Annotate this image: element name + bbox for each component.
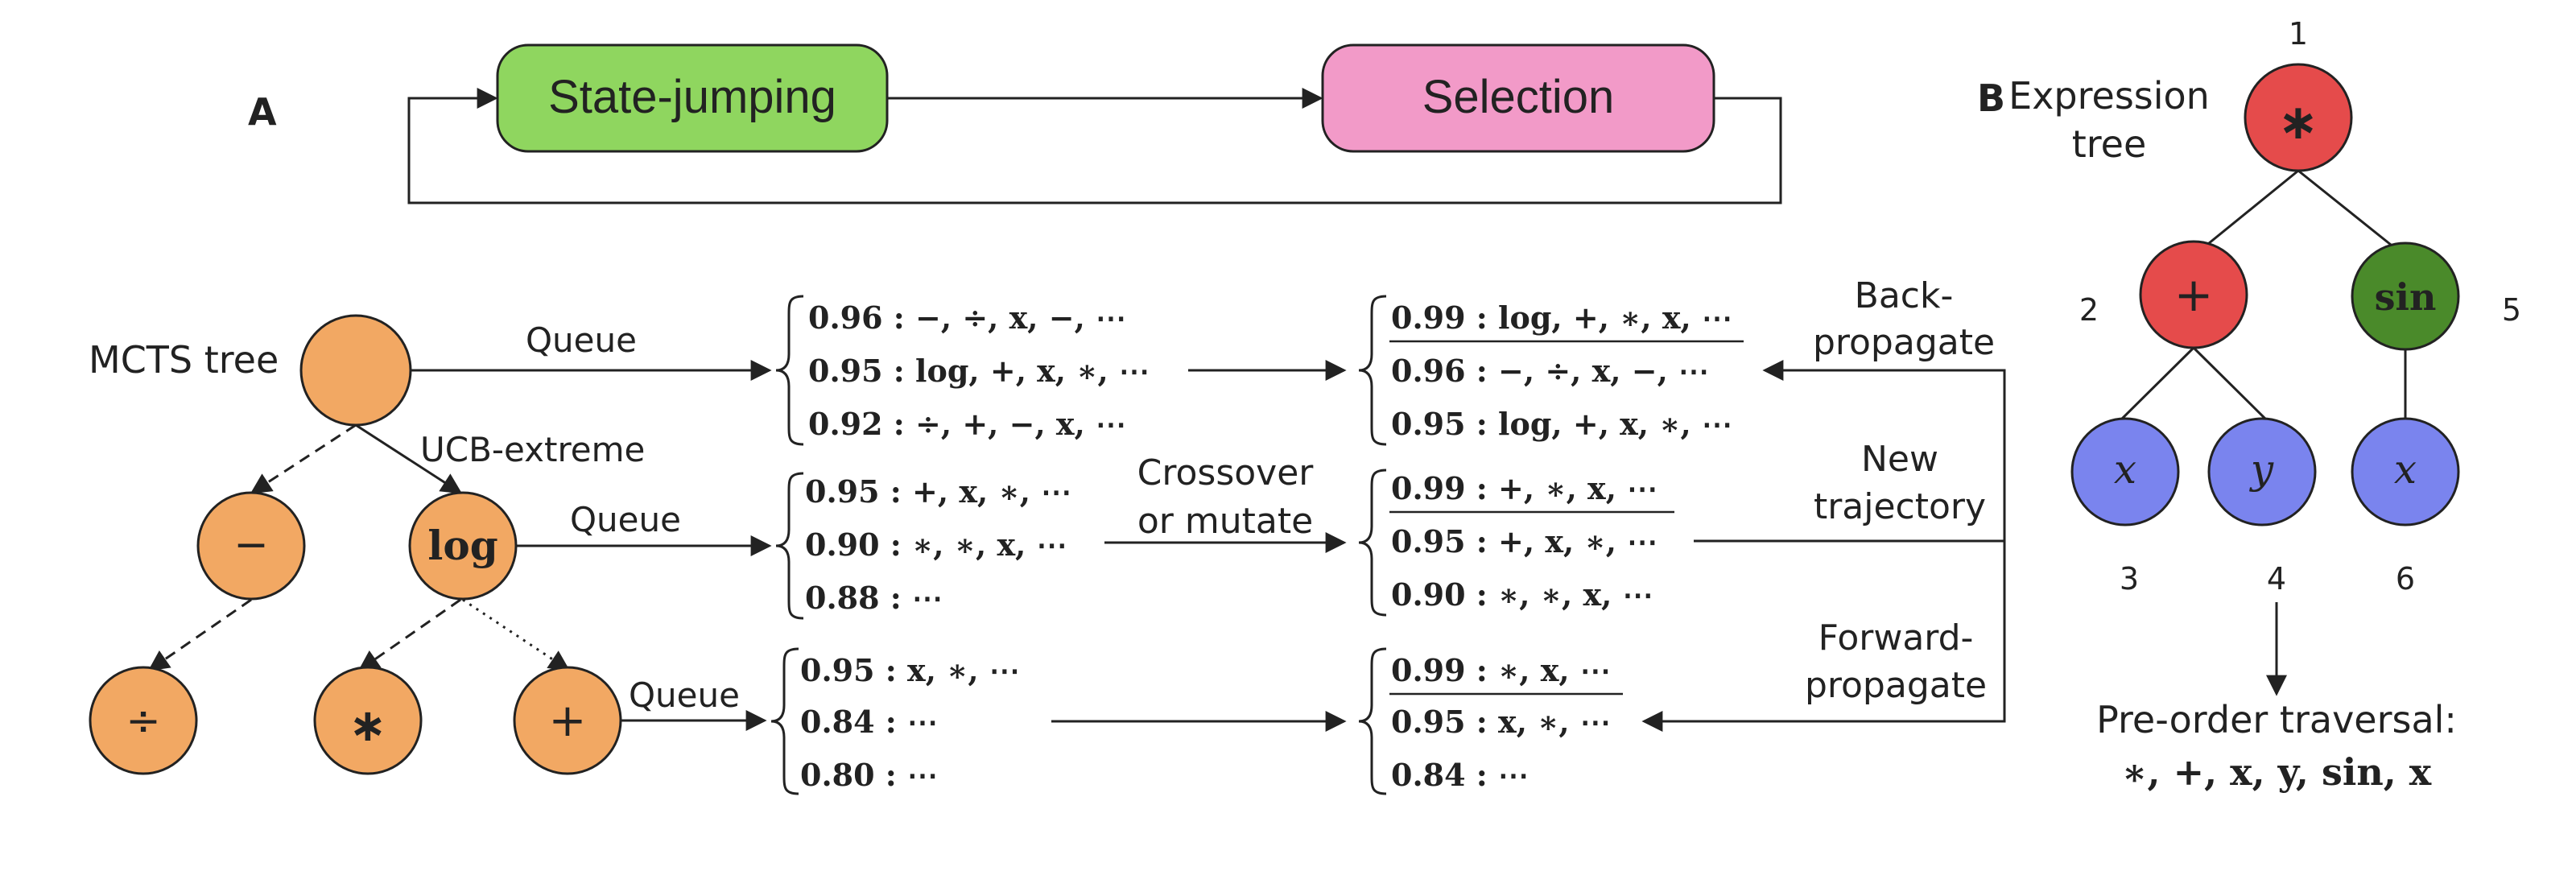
mcts-node-times (313, 666, 423, 775)
selection-label: Selection (1422, 71, 1615, 123)
expr-node-4 (2207, 417, 2317, 526)
tree-edge-log-times (357, 598, 461, 671)
queue-q3-item: 0.95 : x, ∗, ⋯ (800, 652, 1020, 688)
queue-q1-item: 0.95 : log, +, x, ∗, ⋯ (808, 353, 1150, 389)
expr-node-1-label: ∗ (2278, 94, 2318, 151)
queue-u2-item: 0.90 : ∗, ∗, x, ⋯ (1391, 576, 1653, 613)
brace-q3 (770, 647, 799, 795)
queue-q1-item: 0.96 : −, ÷, x, −, ⋯ (808, 299, 1126, 336)
forward-propagate-label-2: propagate (1805, 665, 1987, 706)
expr-node-2-label: + (2174, 267, 2214, 322)
queue-q1-item: 0.92 : ÷, +, −, x, ⋯ (808, 406, 1126, 442)
queue-u3: 0.99 : ∗, x, ⋯ 0.95 : x, ∗, ⋯ 0.84 : ⋯ (1391, 652, 1611, 793)
expression-tree-title-2: tree (2072, 122, 2147, 166)
expr-node-4-label: y (2249, 446, 2274, 493)
queue-q3: 0.95 : x, ∗, ⋯ 0.84 : ⋯ 0.80 : ⋯ (800, 652, 1020, 793)
queue-label-3: Queue (629, 675, 740, 715)
mcts-node-minus-label: − (233, 521, 269, 569)
expr-index-2: 2 (2079, 292, 2099, 328)
expr-index-6: 6 (2396, 561, 2415, 597)
expr-edge-2-4 (2192, 346, 2273, 427)
expr-index-5: 5 (2502, 292, 2521, 328)
mcts-node-divide (89, 666, 198, 775)
brace-u1 (1358, 295, 1387, 446)
mcts-node-minus (196, 491, 306, 601)
expr-edge-1-5 (2297, 169, 2408, 259)
queue-q2: 0.95 : +, x, ∗, ⋯ 0.90 : ∗, ∗, x, ⋯ 0.88… (805, 473, 1071, 616)
forward-propagate-label-1: Forward- (1818, 617, 1974, 659)
queue-u3-item: 0.95 : x, ∗, ⋯ (1391, 704, 1611, 740)
expr-node-3 (2070, 417, 2180, 526)
expr-node-5-label: sin (2375, 275, 2437, 319)
queue-u1-item: 0.99 : log, +, ∗, x, ⋯ (1391, 299, 1732, 336)
back-propagate-arrow (1762, 360, 2006, 541)
traversal-sequence: ∗, +, x, y, sin, x (2122, 750, 2432, 794)
panel-a-label: A (248, 90, 277, 134)
expr-index-4: 4 (2267, 561, 2286, 597)
panel-b-label: B (1977, 76, 2005, 120)
mcts-node-times-label: ∗ (349, 700, 387, 752)
queue-q2-item: 0.88 : ⋯ (805, 580, 943, 616)
queue-q2-item: 0.95 : +, x, ∗, ⋯ (805, 473, 1071, 510)
back-propagate-label-2: propagate (1813, 322, 1995, 363)
queue-u3-item: 0.84 : ⋯ (1391, 757, 1529, 793)
back-propagate-label-1: Back- (1855, 275, 1954, 316)
loop-arrow-back (407, 88, 1782, 204)
queue-u2-item: 0.99 : +, ∗, x, ⋯ (1391, 470, 1657, 506)
mcts-tree-label: MCTS tree (89, 338, 279, 382)
mcts-node-plus-label: + (549, 695, 587, 747)
brace-u2 (1358, 469, 1387, 617)
queue-u1-item: 0.96 : −, ÷, x, −, ⋯ (1391, 353, 1709, 389)
queue-u1-item: 0.95 : log, +, x, ∗, ⋯ (1391, 406, 1732, 442)
queue-u2: 0.99 : +, ∗, x, ⋯ 0.95 : +, x, ∗, ⋯ 0.90… (1391, 470, 1657, 613)
queue-u1: 0.99 : log, +, ∗, x, ⋯ 0.96 : −, ÷, x, −… (1391, 299, 1732, 442)
expr-node-6 (2351, 417, 2460, 526)
brace-q2 (775, 472, 804, 620)
mcts-node-log-label: log (427, 522, 497, 569)
expr-index-1: 1 (2289, 16, 2308, 52)
queue-q3-item: 0.84 : ⋯ (800, 704, 938, 740)
queue-label-2: Queue (570, 500, 681, 539)
queue-q1: 0.96 : −, ÷, x, −, ⋯ 0.95 : log, +, x, ∗… (808, 299, 1150, 442)
tree-edge-log-plus (462, 598, 571, 671)
queue-label-1: Queue (526, 320, 637, 360)
brace-q1 (775, 295, 804, 446)
traversal-label: Pre-order traversal: (2096, 698, 2457, 741)
new-trajectory-label-1: New (1861, 439, 1938, 480)
tree-edge-root-minus (250, 423, 357, 494)
forward-propagate-arrow (1641, 541, 2006, 732)
ucb-extreme-label: UCB-extreme (420, 430, 645, 469)
expr-index-3: 3 (2120, 561, 2139, 597)
new-trajectory-label-2: trajectory (1814, 486, 1986, 527)
state-jumping-label: State-jumping (548, 71, 836, 123)
queue-u3-item: 0.99 : ∗, x, ⋯ (1391, 652, 1611, 688)
expression-tree-title-1: Expression (2008, 74, 2210, 118)
mcts-node-divide-label: ÷ (126, 697, 161, 745)
brace-u3 (1358, 647, 1387, 795)
expr-node-1 (2244, 63, 2353, 172)
expr-node-5 (2351, 242, 2460, 351)
expr-node-3-label: x (2114, 446, 2136, 493)
queue-q3-item: 0.80 : ⋯ (800, 757, 938, 793)
crossover-label-1: Crossover (1137, 452, 1315, 493)
expr-edge-2-3 (2114, 346, 2195, 427)
expr-node-2 (2139, 240, 2248, 349)
crossover-label-2: or mutate (1137, 501, 1313, 542)
expr-node-6-label: x (2394, 446, 2417, 493)
tree-edge-minus-divide (147, 598, 252, 671)
mcts-root-node (299, 314, 412, 427)
tree-edge-root-log (355, 423, 463, 494)
queue-q2-item: 0.90 : ∗, ∗, x, ⋯ (805, 526, 1067, 563)
queue-u2-item: 0.95 : +, x, ∗, ⋯ (1391, 523, 1657, 559)
